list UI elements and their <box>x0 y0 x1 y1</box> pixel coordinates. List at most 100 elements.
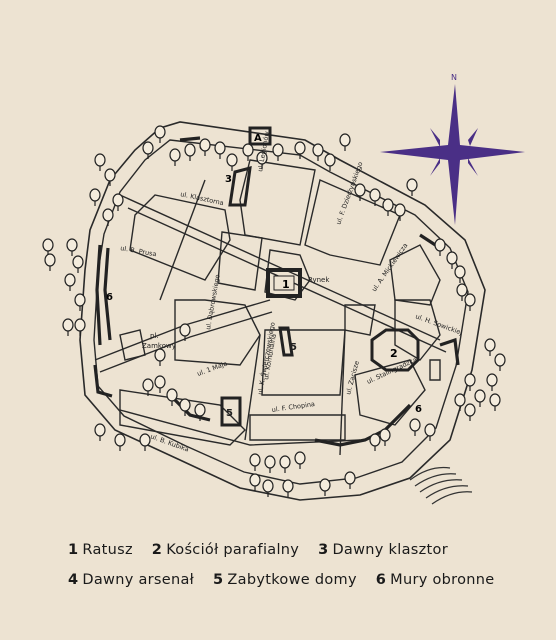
tree-icon <box>474 389 486 407</box>
tree-icon <box>139 433 151 451</box>
arsenal-building: A <box>248 126 272 146</box>
street-chopina: ul. F. Chopina <box>271 400 315 414</box>
ring-road-outer <box>79 121 486 501</box>
marker-mury-se: 6 <box>415 404 422 415</box>
label-rynek: Rynek <box>308 276 330 284</box>
tree-icon <box>72 255 84 273</box>
tree-icon <box>94 153 106 171</box>
street-pl-2: Zamkowy <box>142 342 176 350</box>
tree-icon <box>169 148 181 166</box>
block <box>239 159 316 246</box>
water-hatching <box>409 466 473 505</box>
tree-icon <box>154 348 166 366</box>
block <box>264 249 311 301</box>
tree-icon <box>42 238 54 256</box>
tree-icon <box>344 471 356 489</box>
tree-icon <box>104 168 116 186</box>
marker-mury-w: 6 <box>106 292 113 303</box>
tree-icon <box>142 378 154 396</box>
tree-icon <box>484 338 496 356</box>
tree-icon <box>142 141 154 159</box>
tree-icon <box>44 253 56 271</box>
tree-icon <box>494 353 506 371</box>
tree-icon <box>66 238 78 256</box>
domy-buildings: 5 5 <box>220 326 297 427</box>
block <box>344 304 376 336</box>
tree-icon <box>294 451 306 469</box>
ratusz-building: 1 <box>266 268 302 298</box>
block <box>394 299 441 361</box>
tree-icon <box>249 453 261 471</box>
tree-icon <box>102 208 114 226</box>
tree-icon <box>464 403 476 421</box>
streets <box>94 179 447 456</box>
ring-road-inner <box>93 139 469 485</box>
tree-icon <box>456 283 468 301</box>
block <box>261 329 346 396</box>
street-prusa: ul. B. Prusa <box>120 244 157 258</box>
tree-icon <box>114 433 126 451</box>
tree-icon <box>339 133 351 151</box>
street-zacisze: ul. Zacisze <box>344 360 361 396</box>
tree-icon <box>242 143 254 161</box>
compass-rose: N <box>380 73 525 225</box>
block <box>119 389 246 446</box>
tree-icon <box>464 293 476 311</box>
tree-icon <box>112 193 124 211</box>
tree-icon <box>74 293 86 311</box>
tree-icon <box>369 188 381 206</box>
tree-icon <box>179 323 191 341</box>
tree-icon <box>264 455 276 473</box>
tree-icon <box>406 178 418 196</box>
block <box>217 231 263 291</box>
tree-icon <box>454 265 466 283</box>
tree-icon <box>454 393 466 411</box>
tree-icon <box>424 423 436 441</box>
tree-icon <box>262 479 274 497</box>
tree-icon <box>62 318 74 336</box>
tree-icon <box>74 318 86 336</box>
tree-icon <box>382 198 394 216</box>
tree-icon <box>446 251 458 269</box>
tree-icon <box>226 153 238 171</box>
marker-arsenal-num: 5 <box>226 408 233 419</box>
marker-kosciol: 2 <box>390 347 398 360</box>
tree-icon <box>369 433 381 451</box>
tree-icon <box>214 141 226 159</box>
tree-icon <box>199 138 211 156</box>
block <box>354 359 426 426</box>
street-mickiewicza: ul. A. Mickiewicza <box>370 242 409 293</box>
tree-icon <box>409 418 421 436</box>
tree-icon <box>256 151 268 169</box>
tree-icon <box>64 273 76 291</box>
marker-domy: 5 <box>290 342 297 353</box>
tree-icon <box>94 423 106 441</box>
tree-icon <box>319 478 331 496</box>
tree-icon <box>379 428 391 446</box>
tree-icon <box>194 403 206 421</box>
tree-icon <box>184 143 196 161</box>
block <box>389 244 441 306</box>
tree-icon <box>166 388 178 406</box>
klasztor-building: 3 <box>225 165 252 207</box>
tree-icon <box>464 373 476 391</box>
block <box>129 194 231 281</box>
trees <box>42 125 506 497</box>
block <box>249 414 346 441</box>
tree-icon <box>179 398 191 416</box>
city-walls <box>93 136 460 447</box>
block <box>429 359 441 381</box>
compass-star-icon <box>380 84 525 225</box>
tree-icon <box>89 188 101 206</box>
tree-icon <box>272 143 284 161</box>
marker-klasztor: 3 <box>225 174 232 185</box>
tree-icon <box>249 473 261 491</box>
tree-icon <box>324 153 336 171</box>
